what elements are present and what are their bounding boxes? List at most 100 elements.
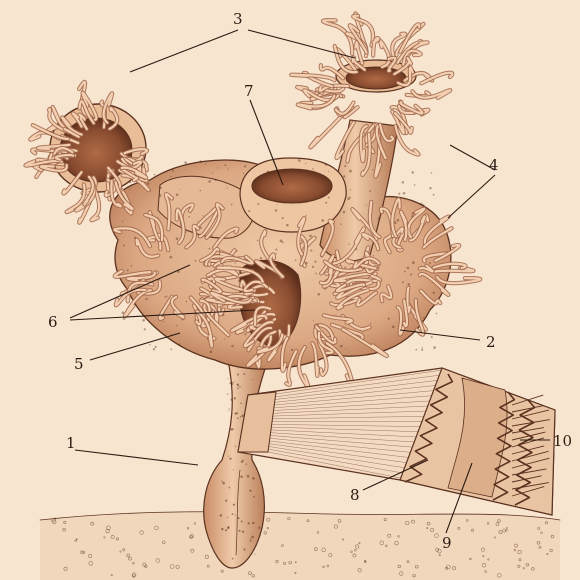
texture-mark: [433, 266, 475, 273]
texture-mark: [296, 94, 336, 110]
texture-mark: [394, 541, 399, 546]
texture-mark: [511, 427, 545, 434]
texture-mark: [230, 398, 233, 401]
section-inset: [237, 367, 556, 516]
texture-mark: [349, 196, 351, 199]
texture-mark: [216, 266, 264, 283]
texture-mark: [321, 219, 325, 222]
texture-mark: [54, 517, 57, 520]
texture-mark: [233, 397, 237, 400]
texture-mark: [249, 539, 252, 542]
texture-mark: [347, 197, 350, 200]
texture-mark: [333, 524, 338, 529]
texture-mark: [281, 217, 284, 219]
texture-mark: [208, 247, 211, 250]
texture-mark: [126, 553, 130, 558]
texture-mark: [411, 261, 415, 265]
texture-mark: [219, 514, 223, 517]
texture-mark: [131, 574, 136, 578]
texture-mark: [220, 569, 224, 573]
texture-mark: [436, 275, 482, 285]
texture-mark: [78, 100, 95, 125]
texture-mark: [228, 409, 230, 411]
texture-mark: [244, 333, 247, 336]
texture-mark: [110, 574, 113, 577]
texture-mark: [75, 538, 78, 541]
texture-mark: [197, 220, 199, 222]
texture-mark: [65, 183, 86, 214]
texture-mark: [511, 445, 545, 455]
texture-mark: [484, 570, 487, 573]
texture-mark: [63, 128, 80, 138]
texture-mark: [402, 281, 404, 284]
texture-mark: [170, 295, 185, 319]
texture-mark: [164, 296, 166, 298]
texture-mark: [327, 170, 330, 172]
texture-mark: [239, 386, 241, 388]
texture-mark: [236, 383, 240, 387]
texture-mark: [493, 536, 496, 539]
texture-mark: [394, 112, 413, 134]
texture-mark: [317, 331, 334, 355]
texture-mark: [222, 481, 225, 485]
texture-mark: [311, 265, 315, 269]
texture-mark: [511, 409, 549, 420]
texture-mark: [372, 37, 380, 57]
texture-mark: [175, 237, 179, 240]
texture-mark: [380, 285, 393, 303]
texture-mark: [82, 550, 86, 554]
texture-mark: [394, 124, 420, 156]
texture-mark: [399, 23, 421, 53]
texture-mark: [340, 223, 342, 225]
texture-mark: [274, 209, 278, 212]
texture-mark: [78, 113, 88, 131]
texture-mark: [412, 573, 416, 578]
texture-mark: [430, 528, 435, 533]
texture-mark: [248, 571, 252, 575]
texture-mark: [120, 166, 148, 179]
texture-mark: [275, 560, 279, 564]
texture-mark: [270, 435, 413, 448]
texture-mark: [391, 325, 395, 329]
texture-mark: [240, 460, 243, 464]
texture-mark: [497, 519, 501, 523]
texture-mark: [205, 203, 224, 239]
texture-mark: [315, 325, 337, 344]
texture-mark: [83, 175, 94, 206]
texture-mark: [74, 539, 77, 543]
texture-mark: [266, 517, 271, 522]
texture-mark: [247, 522, 250, 525]
texture-mark: [319, 64, 345, 80]
texture-mark: [343, 175, 346, 178]
texture-mark: [227, 455, 229, 457]
texture-mark: [274, 390, 435, 406]
texture-mark: [396, 66, 414, 87]
texture-mark: [179, 188, 181, 190]
texture-mark: [387, 533, 392, 538]
texture-mark: [178, 343, 181, 346]
texture-mark: [162, 540, 166, 544]
texture-mark: [130, 264, 133, 267]
texture-mark: [283, 561, 287, 565]
texture-mark: [120, 279, 145, 296]
label-8: 8: [350, 486, 360, 504]
texture-mark: [269, 253, 285, 278]
texture-mark: [238, 529, 241, 532]
texture-mark: [259, 257, 263, 260]
texture-mark: [344, 348, 347, 350]
texture-mark: [348, 243, 350, 246]
texture-mark: [81, 91, 98, 121]
texture-mark: [435, 312, 438, 315]
texture-mark: [162, 320, 165, 323]
texture-mark: [324, 163, 327, 166]
texture-mark: [258, 526, 261, 529]
texture-mark: [242, 172, 245, 175]
texture-mark: [341, 328, 388, 357]
texture-mark: [546, 552, 549, 556]
texture-mark: [369, 190, 372, 192]
texture-mark: [189, 535, 193, 539]
texture-mark: [227, 393, 229, 395]
texture-mark: [345, 259, 377, 270]
texture-mark: [406, 286, 411, 314]
texture-mark: [313, 547, 318, 551]
